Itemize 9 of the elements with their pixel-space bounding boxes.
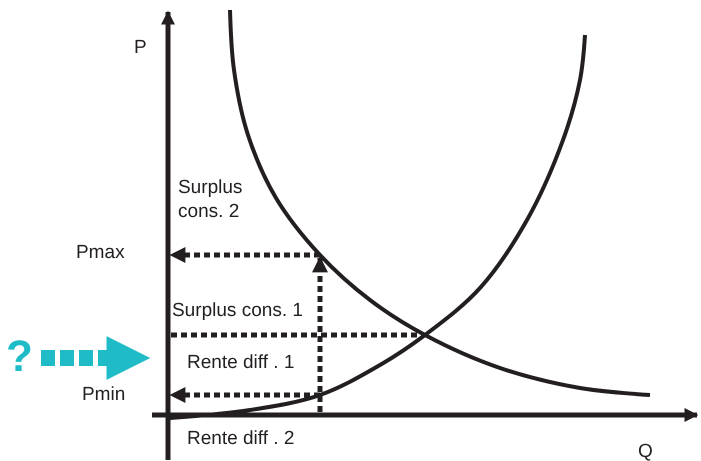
area-label: Surplus cons. 1 — [172, 299, 303, 323]
axis-label: P — [134, 36, 147, 60]
area-label: Rente diff . 2 — [187, 427, 294, 451]
price-label: Pmax — [76, 241, 125, 265]
area-label: Surplus cons. 2 — [178, 176, 244, 224]
price-label: Pmin — [82, 383, 126, 407]
axis-label: Q — [638, 440, 653, 461]
question-mark: ? — [6, 333, 33, 381]
area-label: Rente diff . 1 — [187, 351, 294, 375]
